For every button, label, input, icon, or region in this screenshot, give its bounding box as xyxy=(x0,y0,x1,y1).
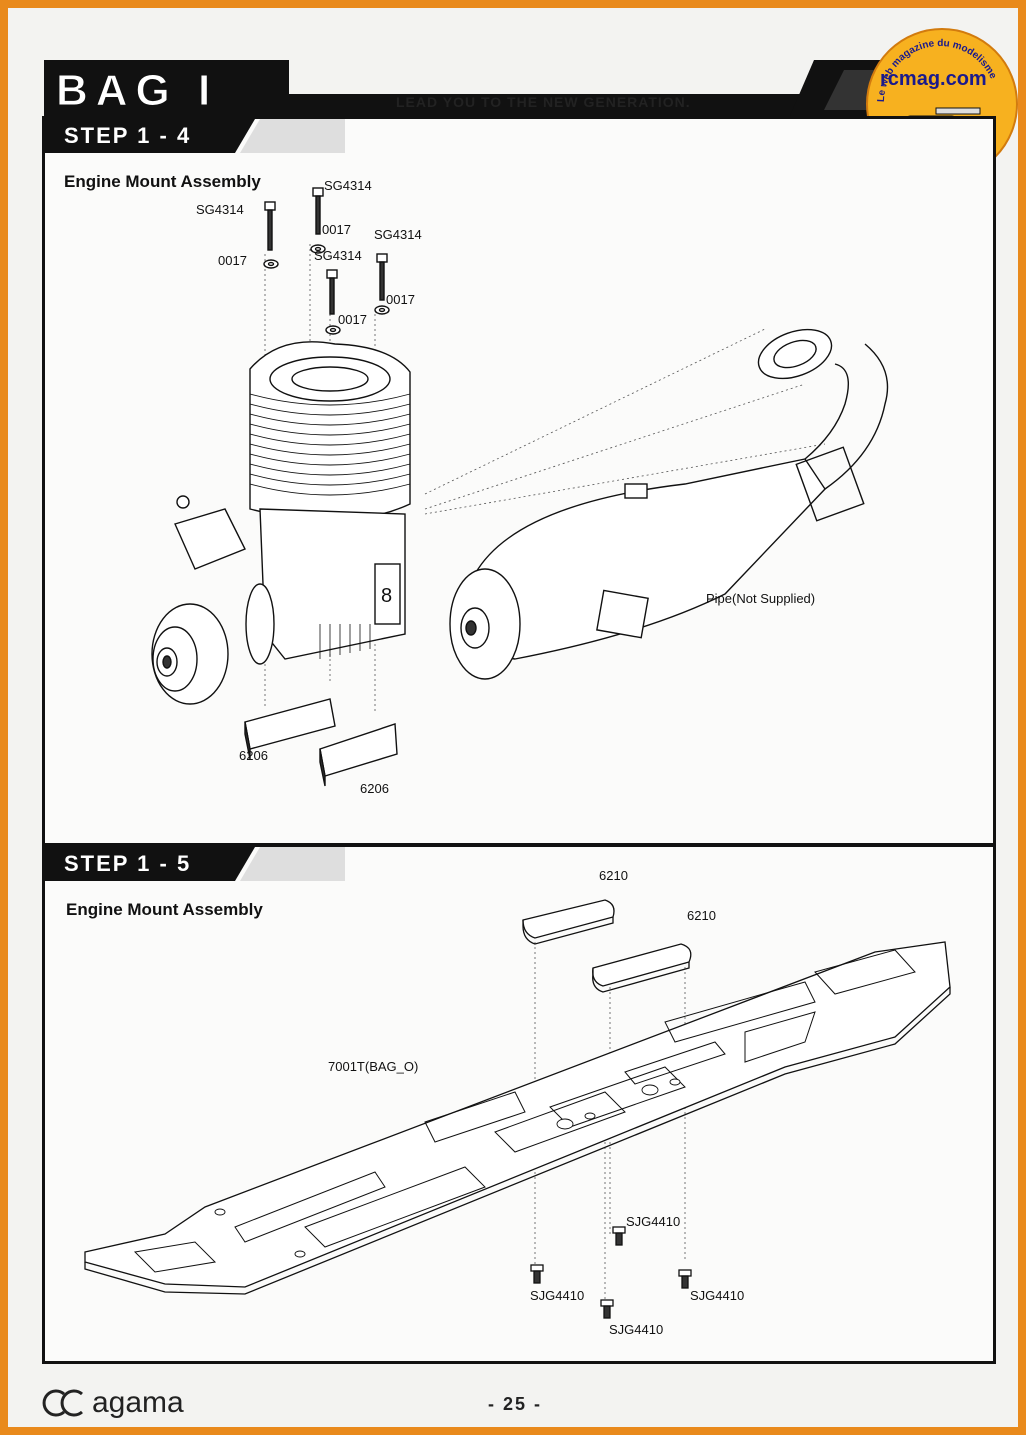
step-1-5-title: Engine Mount Assembly xyxy=(66,900,263,919)
label-sg4314-top: SG4314 xyxy=(324,178,372,193)
chassis-diagram xyxy=(84,899,951,1319)
label-sg4314-middle: SG4314 xyxy=(314,248,362,263)
label-pipe: Pipe(Not Supplied) xyxy=(706,591,816,606)
label-6210-top: 6210 xyxy=(599,868,628,883)
step-1-5-banner: STEP 1 - 5 xyxy=(64,851,192,876)
label-sjg4410-bottom: SJG4410 xyxy=(609,1322,664,1337)
step-1-4-panel xyxy=(42,116,996,846)
agama-brand: agama xyxy=(92,1386,184,1419)
tagline: LEAD YOU TO THE NEW GENERATION. xyxy=(396,94,691,110)
label-6210-bottom: 6210 xyxy=(687,908,716,923)
label-6206-left: 6206 xyxy=(239,748,268,763)
label-sjg4410-top: SJG4410 xyxy=(626,1214,681,1229)
step-1-4-title: Engine Mount Assembly xyxy=(64,172,261,191)
bag-title: BAG I xyxy=(55,66,219,116)
manual-page: BAG I LEAD YOU TO THE NEW GENERATION. rc… xyxy=(8,8,1018,1427)
svg-text:Le web magazine du modelisme: Le web magazine du modelisme xyxy=(876,38,999,102)
page-number: - 25 - xyxy=(488,1394,543,1414)
label-6206-right: 6206 xyxy=(360,781,389,796)
label-0017-top: 0017 xyxy=(322,222,351,237)
engine-mount-diagram: 8 xyxy=(151,187,889,787)
step-1-5-banner-bg xyxy=(45,847,345,881)
label-0017-left: 0017 xyxy=(218,253,247,268)
label-0017-right: 0017 xyxy=(386,292,415,307)
agama-logo-icon xyxy=(42,1389,83,1417)
step-1-4-banner-bg xyxy=(45,119,345,153)
label-sjg4410-left: SJG4410 xyxy=(530,1288,585,1303)
label-0017-middle: 0017 xyxy=(338,312,367,327)
label-chassis: 7001T(BAG_O) xyxy=(328,1059,419,1074)
label-sg4314-right: SG4314 xyxy=(374,227,422,242)
rcmag-site-text: rcmag.com xyxy=(880,68,987,90)
label-sjg4410-right: SJG4410 xyxy=(690,1288,745,1303)
svg-text:8: 8 xyxy=(381,585,392,607)
label-sg4314-left: SG4314 xyxy=(196,202,244,217)
step-1-4-banner: STEP 1 - 4 xyxy=(64,123,192,148)
